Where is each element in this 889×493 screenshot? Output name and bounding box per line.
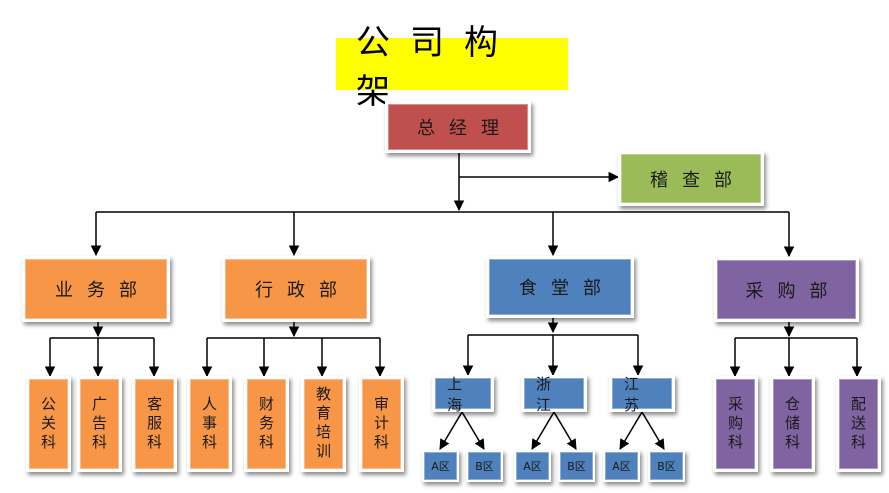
section-delivery: 配送科 [836,376,881,472]
section-audit: 审计科 [359,376,404,472]
audit-dept-box: 稽查部 [618,151,764,206]
business-dept-box: 业务部 [22,256,170,322]
zone-zhejiang-b: B区 [558,450,595,482]
section-customer-service: 客服科 [132,376,177,472]
canteen-dept-box: 食堂部 [486,256,634,318]
page-title: 公司构架 [336,23,568,112]
section-pr: 公关科 [26,376,71,472]
section-storage: 仓储科 [770,376,815,472]
section-advertising: 广告科 [77,376,122,472]
region-zhejiang: 浙江 [521,375,587,414]
admin-dept-box: 行政部 [222,256,370,322]
zone-jiangsu-b: B区 [648,450,685,482]
section-finance: 财务科 [244,376,289,472]
region-shanghai: 上海 [432,375,494,414]
region-jiangsu: 江苏 [609,375,675,414]
zone-zhejiang-a: A区 [514,450,551,482]
zone-shanghai-b: B区 [466,450,503,482]
purchasing-dept-box: 采购部 [714,257,859,322]
section-procurement: 采购科 [713,376,758,472]
zone-shanghai-a: A区 [422,450,459,482]
zone-jiangsu-a: A区 [603,450,640,482]
section-training: 教育培训 [301,376,346,472]
ceo-box: 总经理 [385,101,531,153]
section-hr: 人事科 [187,376,232,472]
